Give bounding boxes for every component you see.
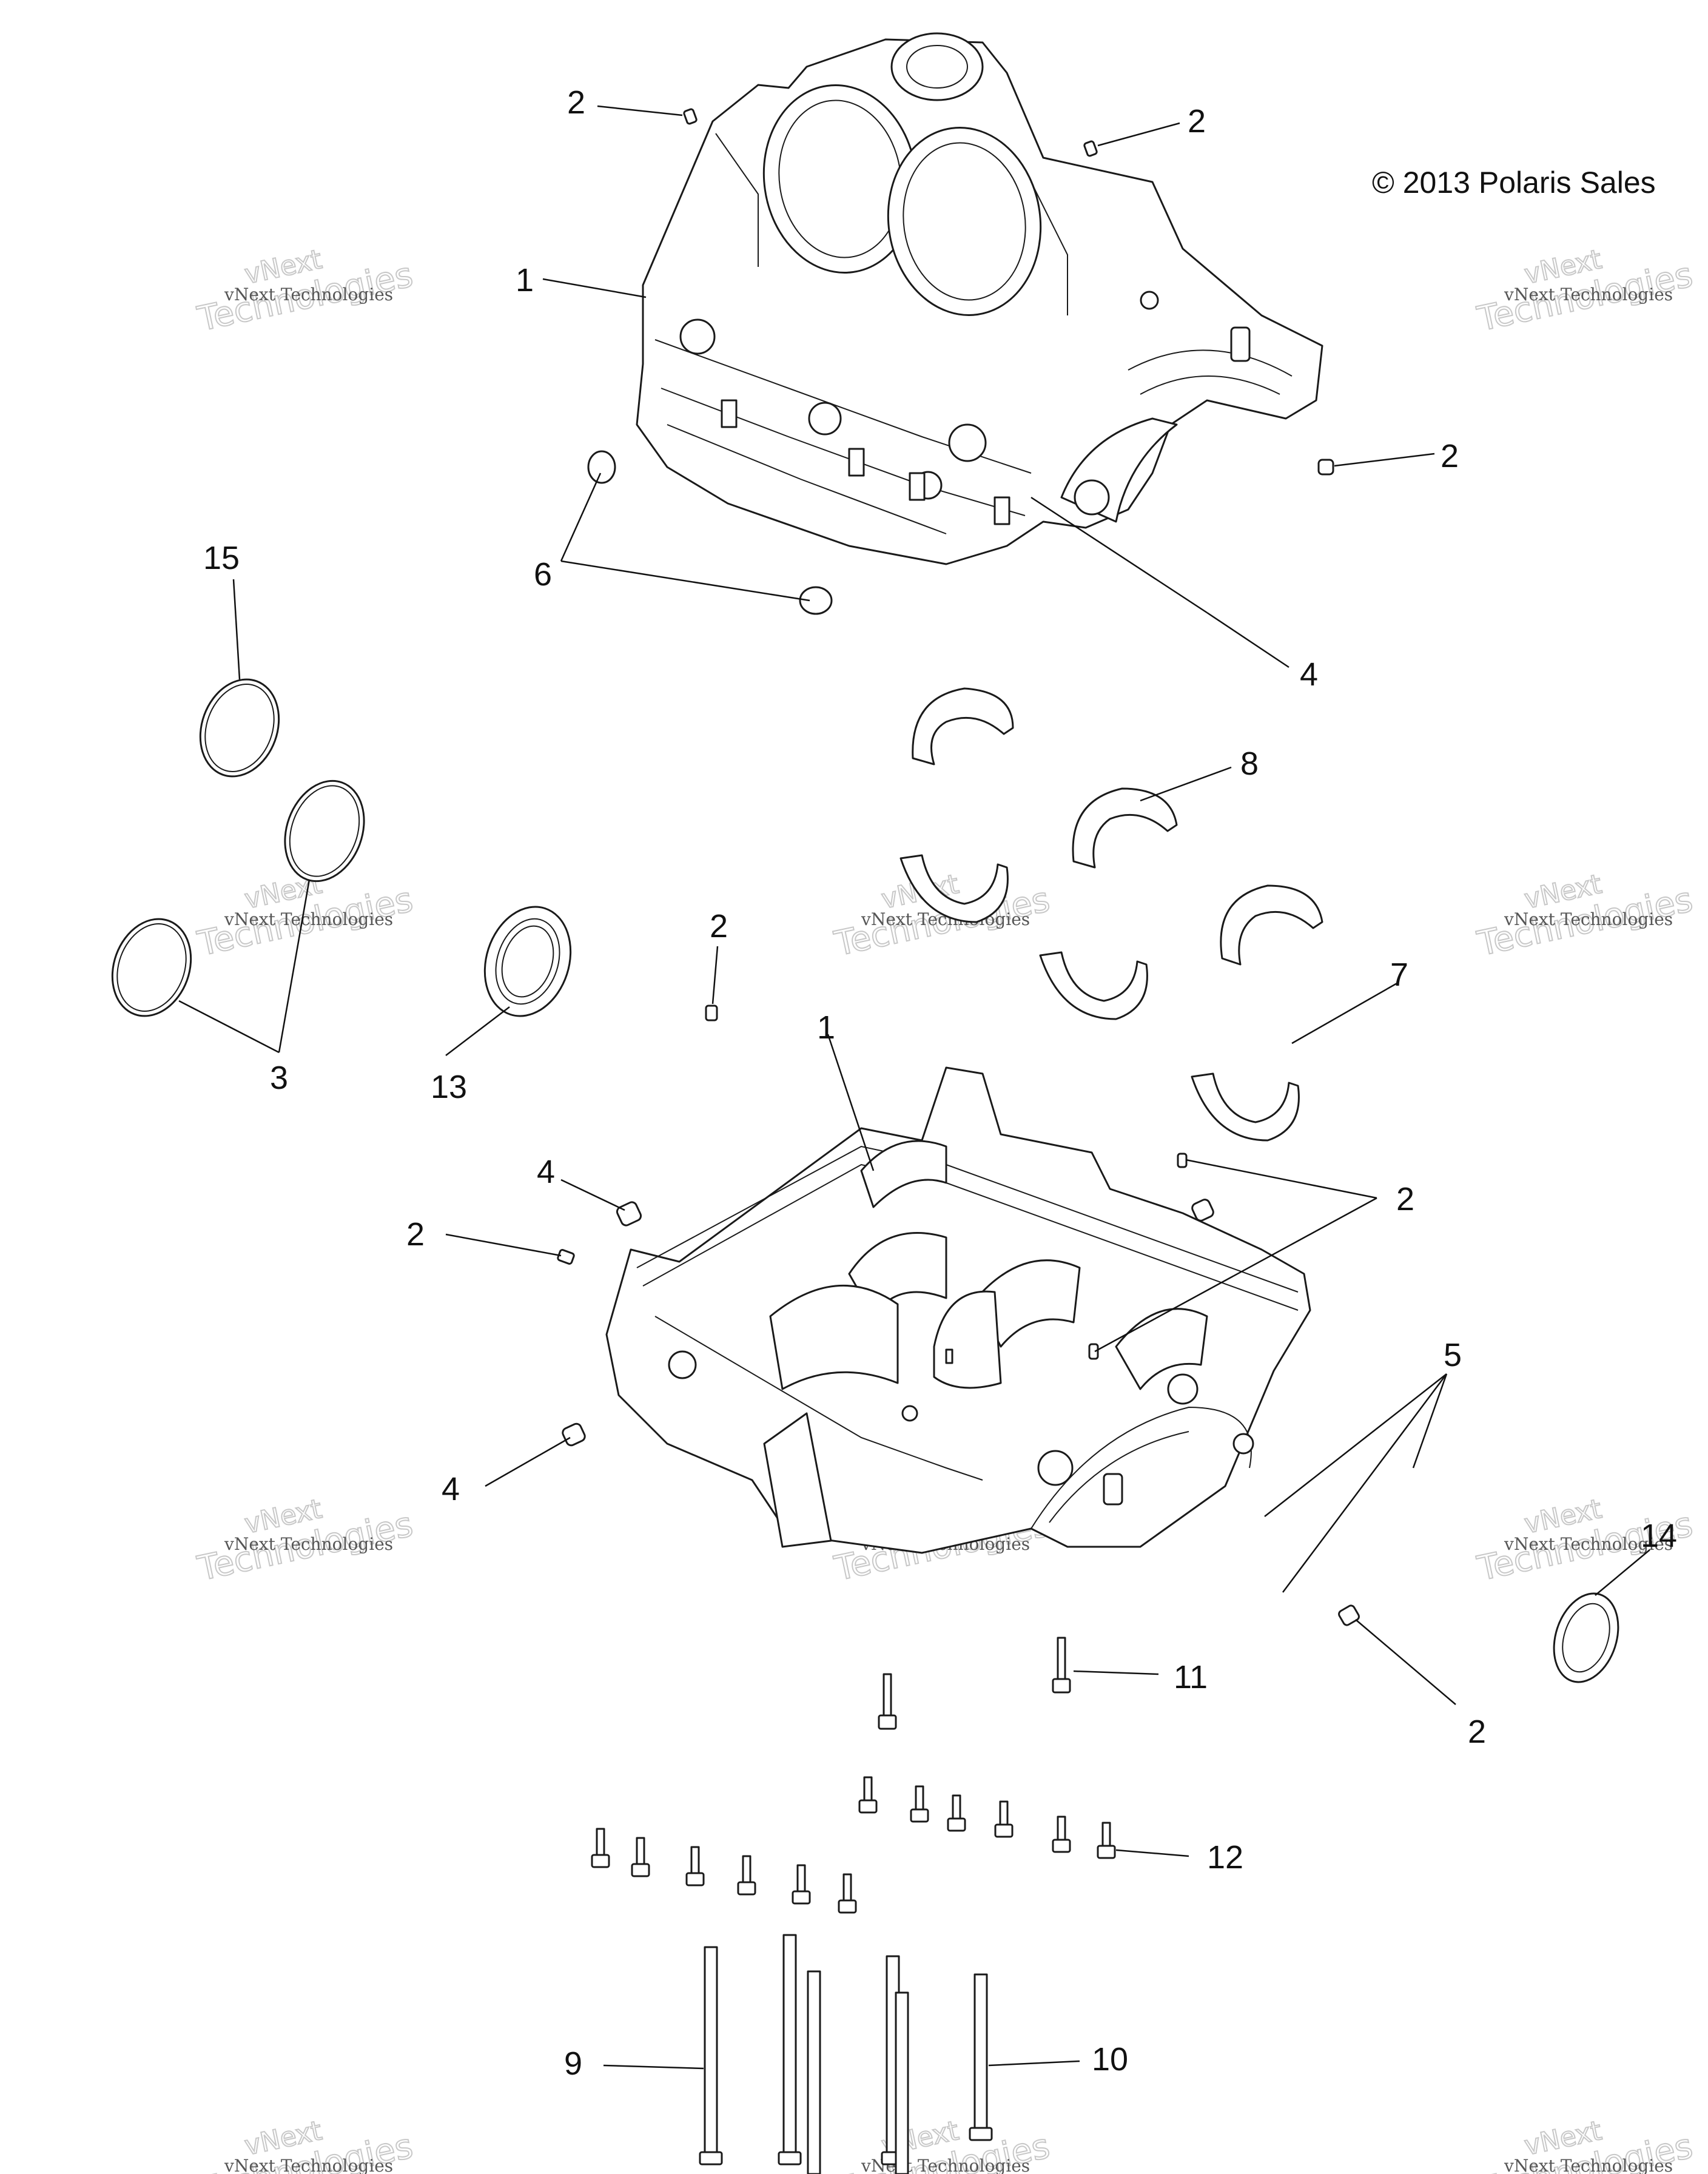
callout-9: 9 [564, 2045, 582, 2082]
callout-2: 2 [1188, 103, 1206, 140]
bolt [1052, 1816, 1071, 1853]
svg-text:vNext Technologies: vNext Technologies [224, 909, 393, 929]
dowel-pin [1083, 140, 1098, 157]
watermark: Technologies vNext vNext Technologies [1473, 2115, 1696, 2174]
bolt [737, 1855, 756, 1896]
dowel-pin [1088, 1343, 1099, 1360]
callout-2: 2 [406, 1216, 425, 1253]
callout-15: 15 [203, 540, 240, 576]
callout-2: 2 [1441, 438, 1459, 474]
bolt [878, 1673, 897, 1730]
callout-2: 2 [710, 908, 728, 944]
oil-seal [483, 906, 572, 1017]
long-bolts [699, 1934, 993, 2174]
svg-text:vNext Technologies: vNext Technologies [224, 284, 393, 305]
svg-text:vNext Technologies: vNext Technologies [1504, 2156, 1673, 2174]
watermark: Technologies vNext vNext Technologies [1473, 243, 1696, 340]
svg-text:vNext Technologies: vNext Technologies [1504, 284, 1673, 305]
watermark: Technologies vNext vNext Technologies [1473, 868, 1696, 964]
bolt [1052, 1637, 1071, 1694]
bushing [562, 1422, 586, 1447]
lower-crankcase [605, 1066, 1311, 1554]
callout-7: 7 [1390, 957, 1408, 993]
callout-8: 8 [1240, 745, 1259, 782]
bolt [858, 1776, 878, 1814]
long-bolt [778, 1934, 802, 2166]
watermark: Technologies vNext vNext Technologies [830, 868, 1054, 964]
svg-text:vNext Technologies: vNext Technologies [1504, 909, 1673, 929]
bolt [792, 1864, 811, 1905]
long-bolt [807, 1970, 821, 2174]
callout-4: 4 [442, 1471, 460, 1507]
watermark: Technologies vNext vNext Technologies [193, 243, 417, 340]
dowel-pins [557, 108, 1360, 1626]
svg-text:vNext Technologies: vNext Technologies [224, 2156, 393, 2174]
o-ring [199, 678, 280, 778]
watermark: Technologies vNext vNext Technologies [193, 2115, 417, 2174]
bolt [994, 1800, 1014, 1838]
dowel-pin [1317, 459, 1334, 476]
callout-11: 11 [1174, 1659, 1208, 1695]
long-bolt [895, 1991, 909, 2174]
dowel-pin [683, 108, 698, 125]
leader-lines [178, 105, 1650, 2070]
oil-seal [1553, 1592, 1619, 1683]
watermark: Technologies vNext vNext Technologies [193, 1493, 417, 1589]
callout-10: 10 [1092, 2041, 1128, 2078]
bearing-shell [1072, 787, 1178, 869]
threaded-insert [799, 586, 833, 615]
bearing-shell [912, 687, 1014, 766]
svg-text:vNext Technologies: vNext Technologies [1504, 1534, 1673, 1554]
callout-6: 6 [534, 556, 552, 593]
upper-crankcase [636, 32, 1323, 565]
o-ring [111, 918, 192, 1017]
bearing-shell [1191, 1072, 1300, 1142]
bushings [562, 1199, 1214, 1447]
dowel-pin [557, 1249, 575, 1265]
bolt [1097, 1822, 1116, 1859]
bearing-shell [1220, 884, 1323, 966]
callout-4: 4 [1300, 656, 1318, 693]
callout-5: 5 [1444, 1337, 1462, 1373]
callout-1: 1 [817, 1009, 835, 1046]
bolt [947, 1794, 966, 1832]
svg-text:vNext Technologies: vNext Technologies [224, 1534, 393, 1554]
callout-1: 1 [516, 262, 534, 298]
long-bolt [969, 1973, 993, 2141]
long-bolt [699, 1946, 723, 2166]
bearing-shell [899, 854, 1009, 923]
callout-12: 12 [1207, 1839, 1243, 1876]
bearing-shell [1039, 951, 1148, 1020]
seals [111, 678, 1619, 1683]
callout-13: 13 [431, 1069, 467, 1105]
callout-labels: 2 2 1 2 6 4 15 8 2 7 3 13 1 4 2 2 5 4 14… [203, 84, 1677, 2082]
threaded-insert [587, 450, 616, 484]
bushing [1191, 1199, 1214, 1222]
callout-2: 2 [567, 84, 585, 121]
bolt [910, 1785, 929, 1823]
bearing-inserts [899, 687, 1323, 1142]
dowel-pin [1338, 1604, 1360, 1626]
bolt [591, 1828, 610, 1868]
bolt [838, 1873, 857, 1914]
watermark: Technologies vNext vNext Technologies [830, 2115, 1054, 2174]
copyright-notice: © 2013 Polaris Sales [1372, 166, 1656, 200]
callout-14: 14 [1641, 1518, 1677, 1554]
callout-4: 4 [537, 1154, 555, 1190]
callout-2: 2 [1468, 1714, 1486, 1750]
bushing [616, 1201, 642, 1227]
threaded-inserts [587, 450, 833, 615]
bolt [685, 1846, 705, 1886]
bolt [631, 1837, 650, 1877]
watermark: Technologies vNext vNext Technologies [193, 868, 417, 964]
callout-2: 2 [1396, 1181, 1414, 1217]
bolts [591, 1637, 1116, 1914]
callout-3: 3 [270, 1060, 288, 1096]
dowel-pin [705, 1005, 718, 1021]
dowel-pin [1177, 1153, 1188, 1168]
o-ring [284, 779, 365, 883]
